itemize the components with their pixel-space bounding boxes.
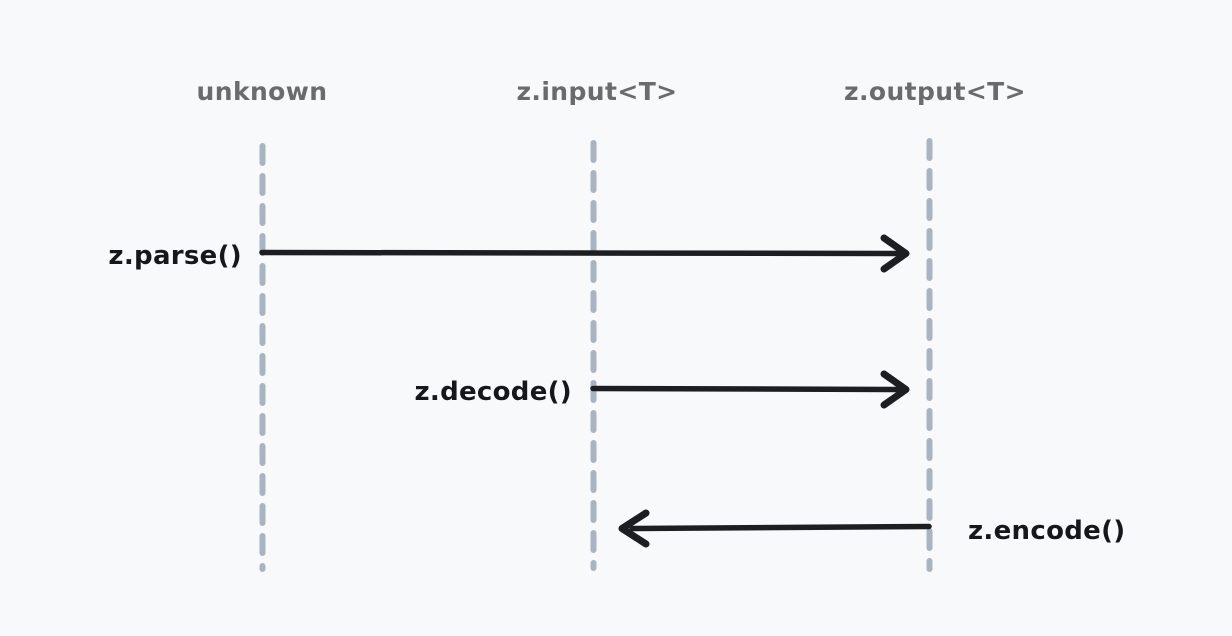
participant-label-z-output: z.output<T> [844, 77, 1026, 106]
message-label-parse: z.parse() [108, 241, 242, 271]
message-encode-arrowhead [618, 509, 650, 548]
message-encode: z.encode() [618, 509, 1125, 548]
message-parse-line [259, 249, 901, 257]
message-parse: z.parse() [108, 234, 910, 273]
message-parse-arrowhead [880, 234, 910, 273]
message-encode-line [629, 523, 932, 532]
message-decode: z.decode() [414, 370, 910, 409]
message-decode-line [590, 385, 901, 393]
participant-label-z-input: z.input<T> [516, 77, 677, 106]
message-decode-arrowhead [880, 370, 910, 409]
lifelines-group [259, 138, 933, 572]
message-label-decode: z.decode() [414, 377, 572, 407]
participant-label-unknown: unknown [197, 77, 328, 106]
participant-headers-group: unknown z.input<T> z.output<T> [197, 77, 1026, 106]
message-label-encode: z.encode() [968, 516, 1125, 546]
